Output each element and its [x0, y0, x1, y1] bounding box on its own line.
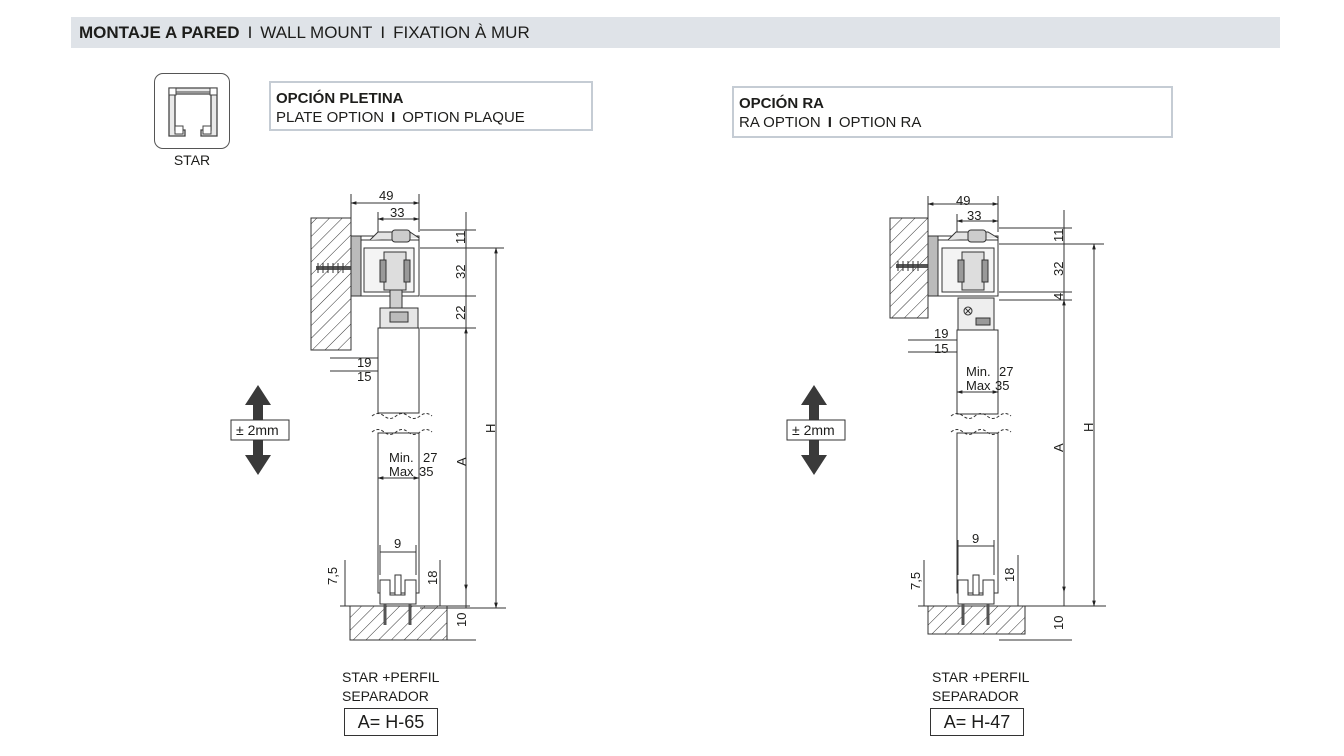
left-dim-max-value: 35	[419, 464, 433, 479]
right-glass-panel-lower	[956, 432, 999, 594]
right-dim-min-value: 27	[999, 364, 1013, 379]
left-wall-screw	[316, 263, 356, 273]
right-dim-9: 9	[972, 531, 979, 546]
left-dim-min-label: Min.	[389, 450, 414, 465]
right-floor-guide	[918, 574, 1106, 635]
right-dim-18: 18	[1002, 568, 1017, 582]
right-option-sub-en: RA OPTION	[739, 114, 821, 131]
right-dim-H: H	[1081, 423, 1096, 432]
right-caption: STAR +PERFIL SEPARADOR	[932, 668, 1029, 706]
left-dimension-lines	[330, 194, 506, 641]
left-dim-min-value: 27	[423, 450, 437, 465]
right-dim-11: 11	[1051, 229, 1066, 243]
left-drawing	[310, 194, 506, 641]
left-option-box: OPCIÓN PLETINA PLATE OPTION I OPTION PLAQU…	[269, 81, 593, 131]
right-glass-panel-upper	[956, 329, 999, 415]
right-dim-49: 49	[956, 193, 970, 208]
star-label: STAR	[173, 152, 211, 168]
left-option-sub-en: PLATE OPTION	[276, 109, 385, 126]
left-option-title: OPCIÓN PLETINA	[276, 90, 404, 107]
left-glass-panel-lower	[377, 432, 420, 594]
right-dim-33: 33	[967, 208, 981, 223]
left-dim-H: H	[483, 424, 498, 433]
left-adjust-label-box	[230, 419, 290, 441]
right-dim-max-value: 35	[995, 378, 1009, 393]
left-dim-32: 32	[453, 265, 468, 279]
right-dimension-labels: 49 33 11 32 4 19 15 H A Min. 27 Max 35 9…	[908, 193, 1096, 630]
header-title-fr: FIXATION À MUR	[393, 22, 530, 42]
right-drawing	[889, 196, 1106, 641]
left-hanger	[379, 307, 419, 329]
left-caption-line2: SEPARADOR	[342, 688, 429, 704]
header-separator: I	[247, 22, 253, 42]
right-formula-box: A= H-47	[930, 708, 1024, 736]
header-bar: MONTAJE A PARED I WALL MOUNT I FIXATION …	[71, 17, 1280, 48]
left-dim-9: 9	[394, 536, 401, 551]
right-caption-line2: SEPARADOR	[932, 688, 1019, 704]
left-dim-18: 18	[425, 571, 440, 585]
header-title-en: WALL MOUNT	[260, 22, 373, 42]
left-adjust-label: ± 2mm	[236, 422, 279, 438]
right-dim-4: 4	[1051, 293, 1066, 300]
right-dim-15: 15	[934, 341, 948, 356]
right-adjust-label-box	[786, 419, 846, 441]
left-track-profile	[350, 229, 420, 311]
left-dim-15: 15	[357, 369, 371, 384]
left-dim-10: 10	[454, 613, 469, 627]
right-dim-7-5: 7,5	[908, 572, 923, 590]
left-dim-7-5: 7,5	[325, 567, 340, 585]
left-dim-49: 49	[379, 188, 393, 203]
right-track-profile	[927, 229, 999, 297]
left-dim-22: 22	[453, 306, 468, 320]
left-dim-19: 19	[357, 355, 371, 370]
right-option-title: OPCIÓN RA	[739, 95, 825, 112]
right-option-box: OPCIÓN RA RA OPTION I OPTION RA	[732, 86, 1173, 138]
left-option-sub-fr: OPTION PLAQUE	[402, 109, 525, 126]
right-dim-A: A	[1051, 443, 1066, 452]
left-dim-max-label: Max	[389, 464, 414, 479]
right-dim-max-label: Max	[966, 378, 991, 393]
left-option-separator: I	[391, 109, 396, 126]
right-dim-19: 19	[934, 326, 948, 341]
right-option-sub-fr: OPTION RA	[838, 114, 922, 131]
left-dim-A: A	[454, 457, 469, 466]
left-dim-11: 11	[453, 231, 468, 245]
left-wall	[310, 217, 352, 351]
left-floor-guide	[340, 574, 470, 641]
right-option-separator: I	[827, 114, 832, 131]
right-ra-clamp	[957, 297, 995, 331]
right-dim-10: 10	[1051, 616, 1066, 630]
header-separator: I	[380, 22, 386, 42]
left-dim-33: 33	[390, 205, 404, 220]
right-dimension-lines	[908, 196, 1104, 641]
right-dim-32: 32	[1051, 262, 1066, 276]
right-caption-line1: STAR +PERFIL	[932, 669, 1030, 685]
right-adjust-label: ± 2mm	[792, 422, 835, 438]
right-dim-min-label: Min.	[966, 364, 991, 379]
left-formula-box: A= H-65	[344, 708, 438, 736]
left-dimension-labels: 49 33 11 32 22 19 15 H A Min. 27 Max 35 …	[325, 188, 498, 627]
header-title-es: MONTAJE A PARED	[79, 22, 240, 42]
left-glass-panel-upper	[377, 327, 420, 414]
left-caption: STAR +PERFIL SEPARADOR	[342, 668, 439, 706]
star-profile-icon	[154, 73, 230, 149]
left-caption-line1: STAR +PERFIL	[342, 669, 440, 685]
